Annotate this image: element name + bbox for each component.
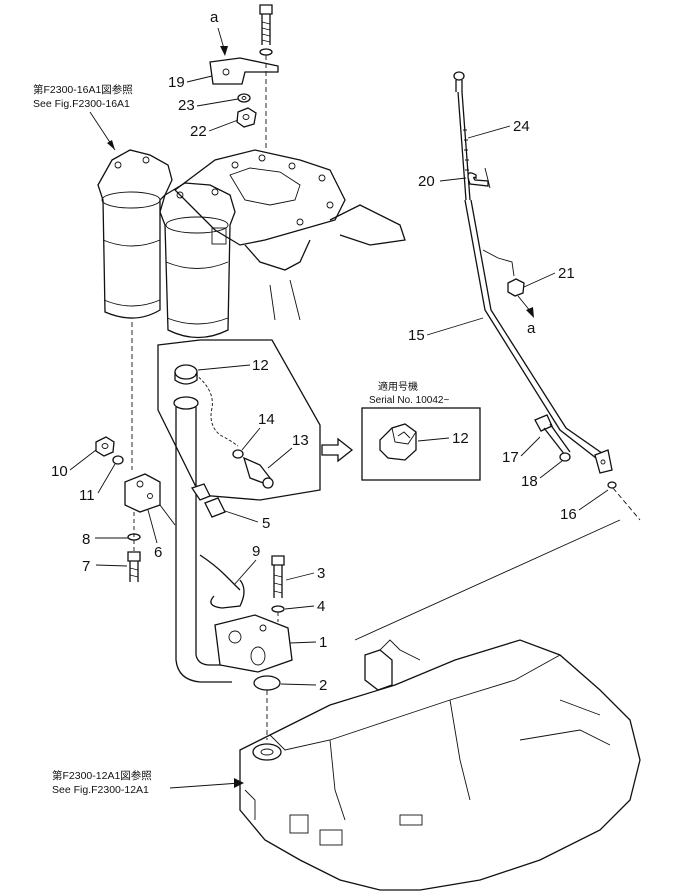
callout-12b: 12	[452, 430, 469, 447]
callout-22: 22	[190, 123, 207, 140]
callout-3: 3	[317, 565, 325, 582]
callout-12: 12	[252, 357, 269, 374]
tank-reference: 第F2300-12A1図参照 See Fig.F2300-12A1	[52, 769, 244, 796]
callout-11: 11	[79, 487, 95, 504]
marker-a-right: a	[527, 320, 536, 337]
callout-19: 19	[168, 74, 185, 91]
callout-2: 2	[319, 677, 327, 694]
serial-title: 適用号機	[378, 380, 418, 393]
callout-21: 21	[558, 265, 575, 282]
marker-a-top: a	[210, 9, 219, 26]
callout-13: 13	[292, 432, 309, 449]
callout-8: 8	[82, 531, 90, 548]
filter-ref-jp: 第F2300-16A1図参照	[33, 83, 133, 96]
tank-assembly	[239, 519, 641, 891]
callout-7: 7	[82, 558, 90, 575]
callout-6: 6	[154, 544, 162, 561]
filter-reference: 第F2300-16A1図参照 See Fig.F2300-16A1	[33, 83, 133, 151]
filter-assembly	[97, 149, 406, 339]
callout-9: 9	[252, 543, 260, 560]
serial-inset: 適用号機 Serial No. 10042~ 12	[321, 380, 481, 481]
callout-14: 14	[258, 411, 275, 428]
callout-23: 23	[178, 97, 195, 114]
callout-18: 18	[521, 473, 538, 490]
callout-1: 1	[319, 634, 327, 651]
callout-16: 16	[560, 506, 577, 523]
callout-24: 24	[513, 118, 530, 135]
callout-20: 20	[418, 173, 435, 190]
serial-number: Serial No. 10042~	[369, 395, 449, 406]
tank-ref-jp: 第F2300-12A1図参照	[52, 769, 152, 782]
left-bracket-group: 10 11 8 6 7	[51, 322, 176, 582]
dipstick-assembly: a 24 20 21 15 17 18 16	[408, 71, 641, 523]
callout-17: 17	[502, 449, 519, 466]
callout-5: 5	[262, 515, 270, 532]
callout-10: 10	[51, 463, 68, 480]
hose-assembly: 12 14 13 5 9 3 4 1 2	[157, 339, 327, 740]
callout-15: 15	[408, 327, 425, 344]
top-bracket-group: a 19 23 22	[168, 4, 279, 150]
tank-ref-en: See Fig.F2300-12A1	[52, 784, 149, 796]
callout-4: 4	[317, 598, 325, 615]
filter-ref-en: See Fig.F2300-16A1	[33, 98, 130, 110]
